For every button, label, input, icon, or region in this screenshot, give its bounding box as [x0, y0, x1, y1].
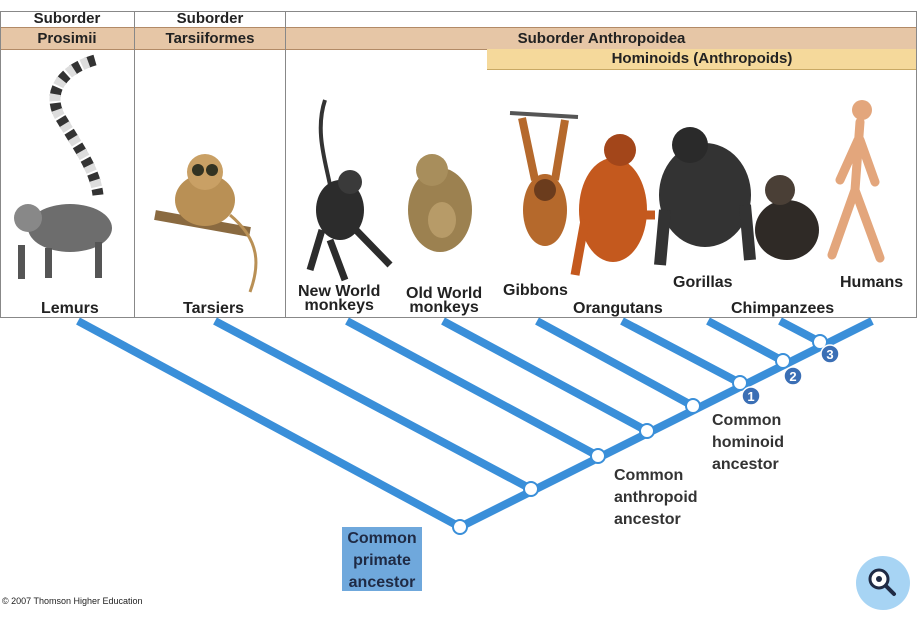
tarsier-illustration	[154, 154, 258, 293]
column-divider-1	[134, 11, 135, 318]
taxon-label-new-world-line1: New World	[298, 283, 381, 300]
suborder-prosimii-heading: Suborder	[33, 10, 101, 27]
node-great-ape	[732, 375, 748, 391]
taxon-label-chimpanzees: Chimpanzees	[731, 300, 835, 317]
new-world-monkey-illustration	[306, 99, 393, 282]
old-world-monkey-illustration	[408, 154, 472, 252]
marker-3-label: 3	[826, 347, 833, 362]
branch-lemurs	[76, 317, 462, 531]
taxon-label-gibbons: Gibbons	[503, 282, 568, 299]
taxon-label-tarsiers: Tarsiers	[183, 300, 245, 317]
taxon-label-humans: Humans	[840, 274, 904, 291]
branch-orangutans	[620, 317, 742, 387]
anthropoid-line1: Common	[614, 467, 684, 484]
common-hominoid-ancestor-label: Common hominoid ancestor	[712, 410, 784, 476]
taxon-label-orangutans: Orangutans	[573, 300, 663, 317]
taxon-label-gorillas: Gorillas	[673, 274, 733, 291]
taxon-label-old-world-line2: monkeys	[409, 299, 479, 316]
zoom-button[interactable]	[856, 556, 910, 610]
phylogeny-branches	[76, 317, 874, 531]
gorilla-illustration	[654, 127, 756, 266]
orangutan-illustration	[570, 134, 655, 276]
node-african-ape	[775, 353, 791, 369]
taxon-label-old-world: Old World monkeys	[406, 285, 483, 316]
copyright-text: © 2007 Thomson Higher Education	[2, 596, 143, 606]
branch-new-world	[345, 317, 600, 460]
taxon-label-lemurs: Lemurs	[41, 300, 99, 317]
primate-line2: primate	[353, 552, 411, 569]
magnifier-icon	[868, 568, 896, 596]
marker-2	[783, 366, 803, 386]
node-tarsier-split	[523, 481, 539, 497]
marker-2-label: 2	[789, 369, 796, 384]
chimpanzee-illustration	[755, 175, 819, 260]
band-anthropoidea-label: Suborder Anthropoidea	[517, 30, 686, 47]
illustration-frame	[0, 11, 917, 318]
column-divider-2	[285, 11, 286, 318]
band-prosimii: Prosimii	[0, 27, 134, 50]
band-hominoids: Hominoids (Anthropoids)	[487, 49, 917, 70]
common-primate-ancestor-box: Common primate ancestor	[342, 527, 422, 591]
branch-tarsiers	[213, 317, 533, 493]
lemur-illustration	[14, 54, 112, 279]
band-tarsiiformes: Tarsiiformes	[135, 27, 285, 50]
marker-3	[820, 344, 840, 364]
taxon-label-new-world-line2: monkeys	[304, 297, 374, 314]
band-hominoids-label: Hominoids (Anthropoids)	[611, 50, 793, 67]
primate-line3: ancestor	[348, 574, 416, 591]
branch-old-world	[441, 317, 649, 435]
marker-1-label: 1	[747, 389, 754, 404]
human-illustration	[827, 100, 885, 263]
branch-gorillas	[706, 317, 785, 365]
taxon-label-new-world: New World monkeys	[298, 283, 381, 314]
gibbon-illustration	[509, 111, 579, 246]
common-anthropoid-ancestor-label: Common anthropoid ancestor	[614, 465, 698, 531]
node-catarrhine	[639, 423, 655, 439]
hominoid-line3: ancestor	[712, 456, 779, 473]
node-anthropoid	[590, 448, 606, 464]
node-primate	[452, 519, 468, 535]
taxon-label-old-world-line1: Old World	[406, 285, 483, 302]
hominoid-line2: hominoid	[712, 434, 784, 451]
suborder-tarsiiformes-heading: Suborder	[176, 10, 244, 27]
band-tarsiiformes-label: Tarsiiformes	[165, 30, 255, 47]
branch-gibbons	[535, 317, 695, 410]
hominoid-line1: Common	[712, 412, 782, 429]
anthropoid-line3: ancestor	[614, 511, 681, 528]
anthropoid-line2: anthropoid	[614, 489, 698, 506]
band-prosimii-label: Prosimii	[37, 30, 97, 47]
primate-line1: Common	[347, 530, 417, 547]
node-chimp-human	[812, 334, 828, 350]
node-hominoid	[685, 398, 701, 414]
marker-1	[741, 386, 761, 406]
